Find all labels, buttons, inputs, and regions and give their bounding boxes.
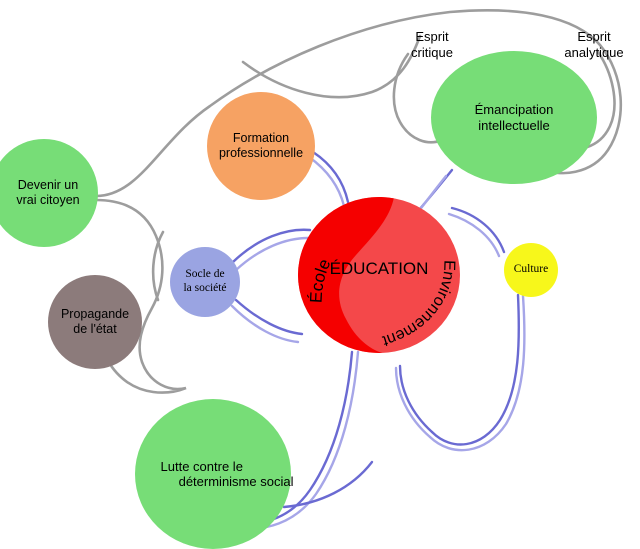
node-education-center[interactable]: École Environnement ÉDUCATION bbox=[298, 197, 460, 353]
edge-esprit-critique-to-emancipation bbox=[392, 52, 444, 144]
education-circle-graphic: École Environnement bbox=[298, 197, 460, 353]
edge-socle-to-center-lower-b bbox=[230, 304, 300, 344]
edge-top-branch-esprit-critique bbox=[241, 34, 422, 99]
node-label: Émancipation intellectuelle bbox=[474, 102, 554, 133]
edge-formation-to-center-b bbox=[307, 155, 346, 208]
edge-lutte-hook-a bbox=[282, 460, 374, 509]
edge-center-to-culture-a bbox=[450, 206, 506, 254]
edge-devenir-to-emancipation bbox=[94, 9, 623, 198]
edge-center-to-culture-b bbox=[447, 212, 501, 258]
node-label: Propagande de l'état bbox=[60, 307, 130, 336]
node-socle-de-la-societe[interactable]: Socle de la société bbox=[170, 247, 240, 317]
edge-formation-to-center-a bbox=[311, 150, 350, 204]
edge-grey-stub-socle bbox=[151, 230, 165, 302]
label-esprit-critique: Esprit critique bbox=[411, 29, 453, 60]
label-esprit-analytique: Esprit analytique bbox=[564, 29, 624, 60]
edge-socle-to-center-a bbox=[231, 228, 312, 264]
education-main-label: ÉDUCATION bbox=[329, 259, 429, 278]
node-lutte-contre-le-determinisme-social[interactable]: Lutte contre le déterminisme social bbox=[135, 399, 294, 549]
edge-socle-to-center-b bbox=[234, 236, 310, 272]
edge-center-lower-right-b bbox=[394, 366, 432, 439]
grey-connectors bbox=[94, 9, 623, 394]
node-label: Culture bbox=[513, 263, 549, 276]
node-label: Devenir un vrai citoyen bbox=[16, 178, 80, 207]
edge-culture-loop-a bbox=[430, 293, 521, 446]
node-culture[interactable]: Culture bbox=[504, 243, 558, 297]
education-dark-half bbox=[298, 197, 394, 353]
node-emancipation-intellectuelle[interactable]: Émancipation intellectuelle bbox=[431, 51, 597, 184]
node-label: Formation professionnelle bbox=[218, 131, 304, 160]
edge-socle-to-center-lower-a bbox=[234, 298, 304, 336]
node-label: Socle de la société bbox=[183, 268, 227, 294]
node-propagande-de-l-etat[interactable]: Propagande de l'état bbox=[48, 275, 142, 369]
edge-culture-loop-b bbox=[428, 294, 526, 452]
edge-center-lower-right-a bbox=[398, 364, 434, 434]
node-label: Lutte contre le déterminisme social bbox=[160, 458, 294, 489]
node-formation-professionnelle[interactable]: Formation professionnelle bbox=[207, 92, 315, 200]
